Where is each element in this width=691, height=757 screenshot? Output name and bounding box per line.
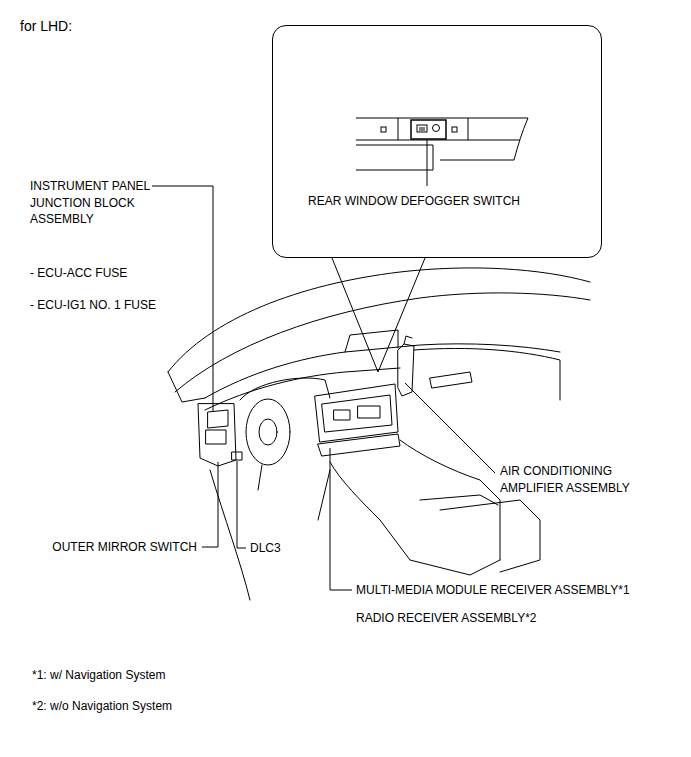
sketch-line (175, 293, 590, 392)
sketch-line (404, 336, 412, 344)
sketch-line (206, 430, 226, 444)
sketch-line (420, 495, 498, 505)
part-name: REAR WINDOW DEFOGGER SWITCH (308, 193, 520, 209)
fuse-name: - ECU-ACC FUSE (30, 265, 127, 282)
sketch-line (237, 461, 246, 548)
sketch-line (358, 406, 380, 418)
sketch-line (205, 344, 560, 398)
sketch-line (152, 186, 213, 412)
sketch-line (430, 372, 472, 388)
sketch-line (452, 127, 457, 132)
sketch-line (334, 410, 350, 420)
sketch-line (322, 395, 392, 432)
sketch-line (208, 410, 228, 428)
sketch-line (232, 452, 242, 460)
sketch-line (433, 125, 440, 132)
sketch-line (330, 448, 352, 590)
switch-panel-sketch (356, 118, 528, 170)
sketch-line (398, 118, 468, 140)
part-name: MULTI-MEDIA MODULE RECEIVER ASSEMBLY*1 (356, 582, 630, 599)
sketch-line (427, 140, 428, 186)
sketch-line (405, 383, 495, 473)
part-name: INSTRUMENT PANEL JUNCTION BLOCK ASSEMBLY (30, 178, 155, 228)
sketch-line (378, 258, 425, 372)
sketch-line (411, 120, 446, 139)
footnote: *2: w/o Navigation System (32, 698, 172, 715)
sketch-line (419, 128, 425, 130)
sketch-line (414, 348, 560, 400)
sketch-line (356, 118, 528, 160)
part-name: AIR CONDITIONING AMPLIFIER ASSEMBLY (500, 463, 650, 496)
sketch-line (381, 127, 386, 132)
sketch-line (259, 419, 277, 445)
inset-box: REAR WINDOW DEFOGGER SWITCH (272, 25, 602, 258)
dashboard-sketch (168, 268, 590, 600)
sketch-line (246, 399, 290, 465)
sketch-line (258, 465, 262, 490)
sketch-line (345, 330, 398, 352)
sketch-line (168, 268, 590, 372)
sketch-line (330, 462, 500, 575)
sketch-line (168, 372, 205, 402)
sketch-line (240, 378, 330, 400)
part-name: OUTER MIRROR SWITCH (52, 539, 197, 556)
sketch-line (198, 404, 236, 466)
part-name: DLC3 (250, 540, 281, 557)
sketch-line (210, 470, 250, 600)
diagram-title: for LHD: (20, 17, 72, 35)
sketch-line (356, 145, 433, 170)
part-name: RADIO RECEIVER ASSEMBLY*2 (356, 610, 537, 627)
fuse-name: - ECU-IG1 NO. 1 FUSE (30, 297, 156, 314)
sketch-line (400, 440, 500, 560)
sketch-line (318, 470, 330, 520)
footnote: *1: w/ Navigation System (32, 667, 165, 684)
sketch-line (332, 258, 378, 372)
sketch-line (417, 125, 427, 132)
sketch-line (202, 462, 218, 547)
sketch-line (440, 500, 540, 572)
sketch-line (398, 344, 414, 396)
sketch-line (315, 384, 398, 442)
